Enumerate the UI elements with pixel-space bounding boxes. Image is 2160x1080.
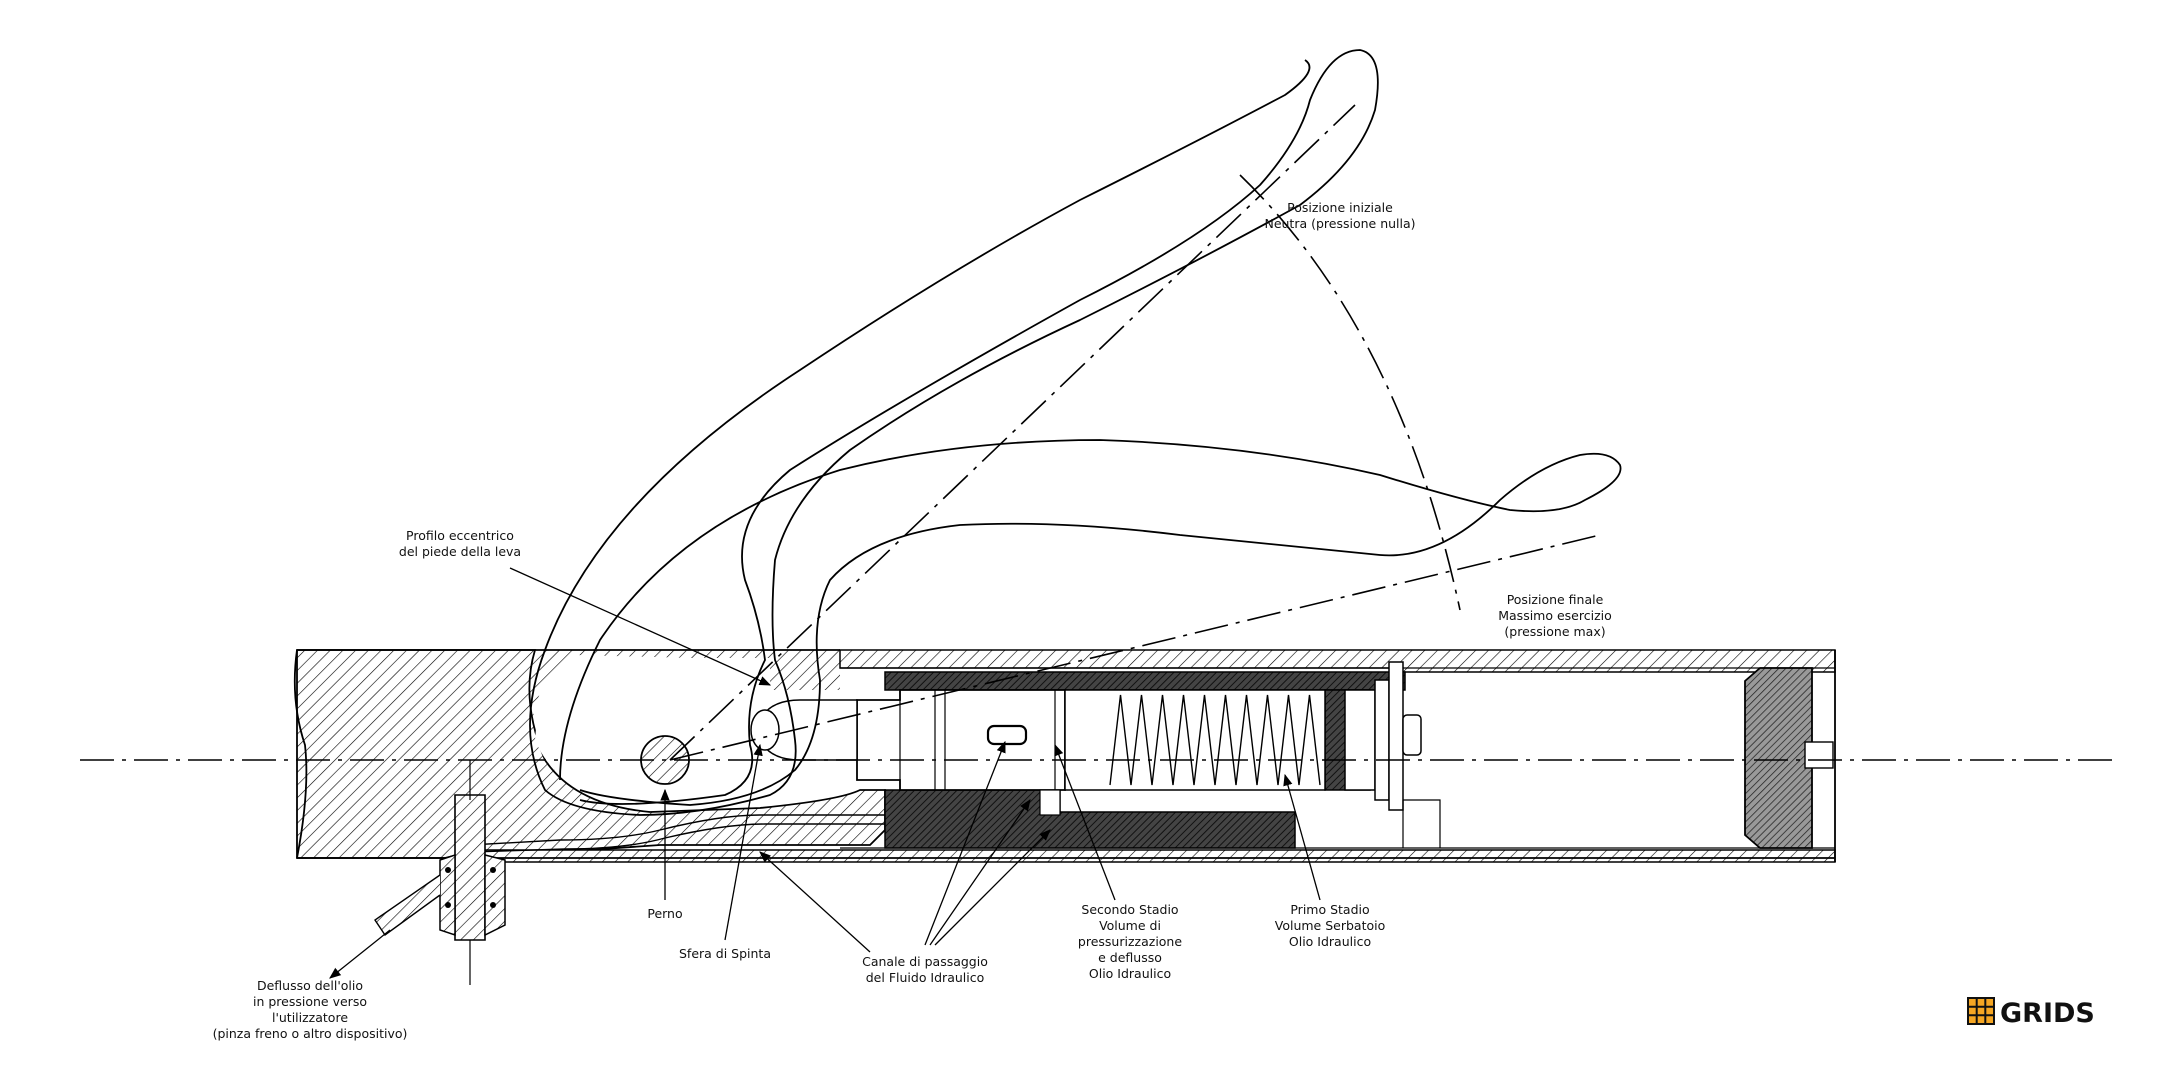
first-stage-line-3: Olio Idraulico bbox=[1289, 934, 1371, 949]
label-initial-position: Posizione iniziale Neutra (pressione nul… bbox=[1264, 200, 1415, 231]
outflow-line-1: Deflusso dell'olio bbox=[257, 978, 363, 993]
second-stage-line-1: Secondo Stadio bbox=[1081, 902, 1178, 917]
channel-line-1: Canale di passaggio bbox=[862, 954, 988, 969]
thrust-ball bbox=[750, 699, 858, 761]
pin-label: Perno bbox=[647, 906, 682, 921]
first-stage-line-2: Volume Serbatoio bbox=[1275, 918, 1386, 933]
final-position-line-3: (pressione max) bbox=[1504, 624, 1605, 639]
logo-text: GRIDS bbox=[2000, 998, 2095, 1029]
second-stage-line-5: Olio Idraulico bbox=[1089, 966, 1171, 981]
outflow-line-3: l'utilizzatore bbox=[272, 1010, 348, 1025]
label-cam-profile: Profilo eccentrico del piede della leva bbox=[399, 528, 521, 559]
end-plug bbox=[1744, 667, 1834, 849]
grids-logo: GRIDS bbox=[1967, 997, 2095, 1029]
label-outflow: Deflusso dell'olio in pressione verso l'… bbox=[213, 978, 408, 1041]
piston-assembly bbox=[856, 661, 1441, 849]
outlet-fitting bbox=[374, 760, 506, 985]
label-pin: Perno bbox=[647, 906, 682, 921]
label-final-position: Posizione finale Massimo esercizio (pres… bbox=[1498, 592, 1612, 639]
second-stage-line-3: pressurizzazione bbox=[1078, 934, 1182, 949]
label-channel: Canale di passaggio del Fluido Idraulico bbox=[862, 954, 988, 985]
second-stage-line-2: Volume di bbox=[1099, 918, 1161, 933]
cam-profile-line-2: del piede della leva bbox=[399, 544, 521, 559]
lever-initial-position bbox=[529, 49, 1379, 816]
label-first-stage: Primo Stadio Volume Serbatoio Olio Idrau… bbox=[1275, 902, 1386, 949]
label-thrust-ball: Sfera di Spinta bbox=[679, 946, 771, 961]
second-stage-line-4: e deflusso bbox=[1098, 950, 1162, 965]
grid-logo-icon bbox=[1967, 997, 1995, 1025]
leaders bbox=[329, 567, 1321, 979]
channel-line-2: del Fluido Idraulico bbox=[866, 970, 985, 985]
initial-position-line-2: Neutra (pressione nulla) bbox=[1264, 216, 1415, 231]
outflow-line-4: (pinza freno o altro dispositivo) bbox=[213, 1026, 408, 1041]
outflow-line-2: in pressione verso bbox=[253, 994, 367, 1009]
initial-position-line-1: Posizione iniziale bbox=[1287, 200, 1393, 215]
final-position-line-2: Massimo esercizio bbox=[1498, 608, 1612, 623]
thrust-ball-label: Sfera di Spinta bbox=[679, 946, 771, 961]
label-second-stage: Secondo Stadio Volume di pressurizzazion… bbox=[1078, 902, 1182, 981]
construction-lines bbox=[80, 104, 2120, 761]
cam-profile-line-1: Profilo eccentrico bbox=[406, 528, 514, 543]
first-stage-line-1: Primo Stadio bbox=[1290, 902, 1369, 917]
lever-final-position bbox=[559, 439, 1622, 806]
final-position-line-1: Posizione finale bbox=[1507, 592, 1604, 607]
